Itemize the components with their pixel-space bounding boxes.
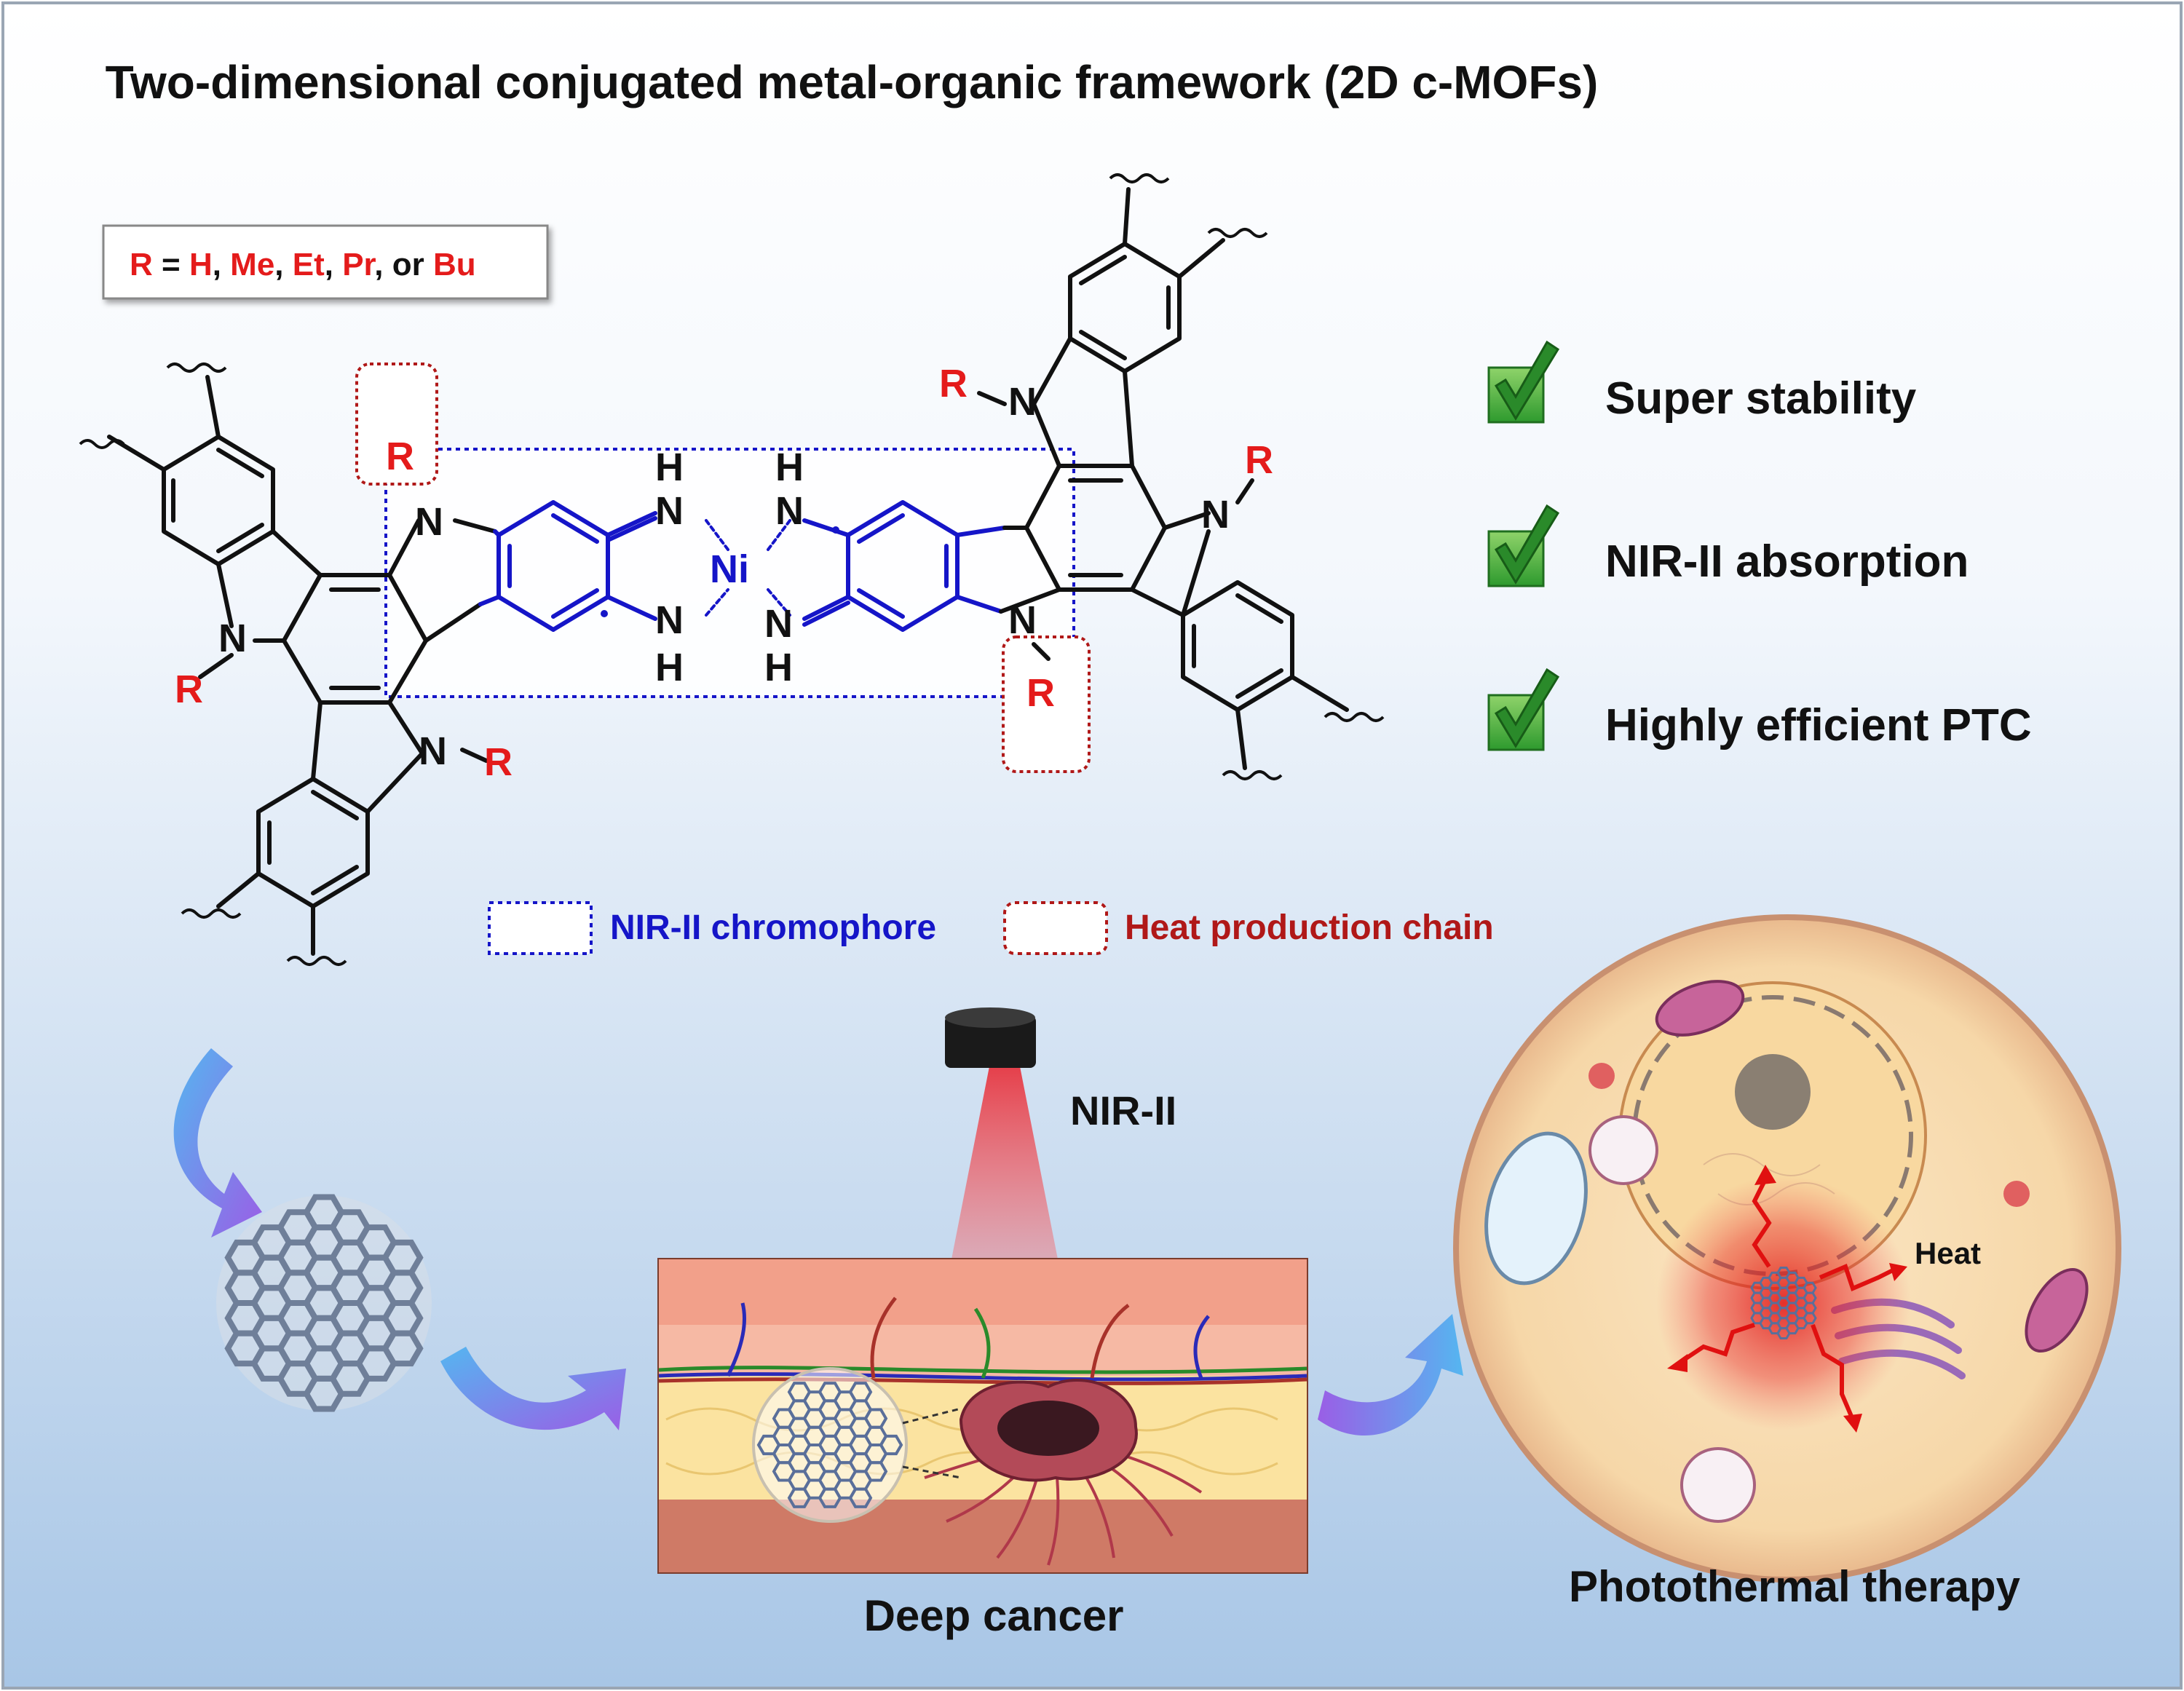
left-core-bonds — [107, 375, 497, 956]
feature-list: Super stability NIR-II absorption Highly… — [1487, 340, 2032, 751]
chromophore-legend-label: NIR-II chromophore — [610, 908, 936, 947]
feature-item: Super stability — [1487, 340, 1917, 424]
atom-h-4: H — [764, 646, 793, 689]
feature-item: NIR-II absorption — [1487, 504, 1969, 587]
heat-label: Heat — [1915, 1236, 1981, 1270]
laser-head-icon — [945, 1015, 1036, 1068]
lattice-cell — [787, 1487, 812, 1508]
feature-item: Highly efficient PTC — [1487, 668, 2032, 751]
figure-title: Two-dimensional conjugated metal-organic… — [106, 56, 1599, 108]
atom-n-9: N — [1008, 380, 1037, 424]
lattice-cell — [303, 1375, 345, 1412]
therapy-label: Photothermal therapy — [1569, 1562, 2021, 1611]
r-legend-text: R = H, Me, Et, Pr, or Bu — [130, 247, 476, 282]
check-icon — [1487, 340, 1560, 424]
flow-arrow-3 — [1318, 1314, 1463, 1436]
feature-label: NIR-II absorption — [1605, 536, 1969, 587]
bond-squiggles — [79, 173, 1385, 966]
flow-arrow-2 — [440, 1347, 626, 1430]
laser-label: NIR-II — [1070, 1088, 1176, 1133]
heat-glow — [1656, 1176, 1911, 1430]
magnifier-circle — [752, 1367, 908, 1523]
feature-label: Super stability — [1605, 373, 1917, 424]
flow-arrow-1 — [173, 1048, 262, 1237]
chromophore-bonds — [478, 500, 1007, 632]
heat-arrows — [1680, 1178, 1894, 1421]
heat-chain-legend-swatch — [1003, 901, 1108, 955]
check-icon — [1487, 504, 1560, 587]
lattice-cell — [848, 1487, 873, 1508]
atom-n-5: N — [655, 598, 684, 642]
lattice-cell — [1794, 1317, 1808, 1330]
check-icon — [1487, 668, 1560, 751]
atom-h-3: H — [775, 445, 804, 489]
atom-ni: Ni — [710, 547, 749, 591]
atom-n-3: N — [419, 729, 447, 773]
atom-n-8: N — [1008, 598, 1037, 642]
atom-labels: N R N R N R N H N H Ni N H N H N R N R N… — [175, 362, 1273, 784]
deep-cancer-label: Deep cancer — [864, 1591, 1124, 1640]
lattice-cell — [355, 1345, 397, 1382]
heat-chain-box-left — [355, 363, 438, 486]
mof-nanosheet — [216, 1194, 432, 1412]
atom-r-6: R — [1245, 438, 1273, 482]
atom-r-1: R — [175, 668, 203, 711]
atom-r-5: R — [939, 362, 968, 405]
blood-vessels — [658, 1296, 1307, 1385]
mof-chemical-structure: N R N R N R N H N H Ni N H N H N R N R N… — [79, 173, 1385, 966]
heat-chain-box-right — [1002, 635, 1091, 773]
atom-h-1: H — [655, 445, 684, 489]
tissue-block — [657, 1258, 1308, 1574]
laser-source: NIR-II — [945, 1007, 1176, 1267]
lattice-cell — [818, 1487, 842, 1508]
r-substituent-legend: R = H, Me, Et, Pr, or Bu — [102, 224, 549, 300]
structure-legend: NIR-II chromophore Heat production chain — [488, 901, 1494, 955]
feature-label: Highly efficient PTC — [1605, 700, 2032, 751]
atom-n-1: N — [218, 617, 247, 660]
atom-h-2: H — [655, 646, 684, 689]
atom-n-7: N — [764, 602, 793, 646]
right-core-bonds — [977, 187, 1349, 770]
laser-beam — [950, 1063, 1059, 1267]
tumor — [924, 1379, 1203, 1566]
nucleolus — [1735, 1054, 1811, 1130]
cancer-cell: Heat — [1453, 914, 2121, 1583]
heat-arrowheads — [1667, 1165, 1907, 1433]
atom-r-2: R — [386, 435, 414, 478]
atom-n-10: N — [1201, 493, 1230, 536]
chromophore-legend-swatch — [488, 901, 593, 955]
lattice-cell — [1776, 1327, 1791, 1339]
atom-r-4: R — [1026, 671, 1055, 715]
atom-n-6: N — [775, 489, 804, 533]
lattice-cell — [879, 1434, 903, 1456]
heat-chain-legend-label: Heat production chain — [1125, 908, 1494, 947]
atom-n-2: N — [415, 500, 443, 544]
atom-r-3: R — [484, 740, 513, 784]
atom-n-4: N — [655, 489, 684, 533]
